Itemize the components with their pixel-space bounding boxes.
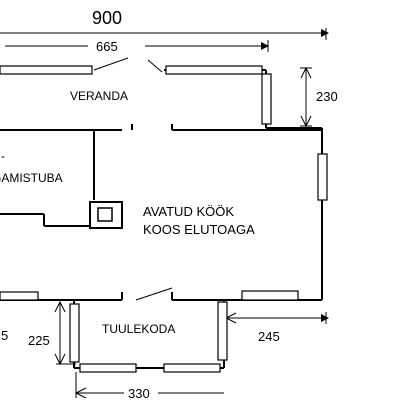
dimension-230: 230: [300, 66, 338, 128]
room-label-magamistuba: MAGAMISTUBA: [0, 171, 63, 185]
dimension-665-label: 665: [96, 39, 118, 54]
doors: [93, 57, 173, 301]
window-tuulekoda-left: [69, 303, 80, 363]
window-veranda-top-right: [165, 65, 263, 75]
dimension-230-label: 230: [316, 89, 338, 104]
door-veranda-left: [93, 57, 129, 71]
dimension-245-label: 245: [258, 329, 280, 344]
dimension-900-label: 900: [92, 8, 122, 28]
window-tuulekoda-bottom-right: [163, 363, 221, 373]
room-label-kook-line2: KOOS ELUTOAGA: [143, 222, 255, 237]
window-kitchen-right: [317, 153, 328, 201]
room-label-dash: -: [1, 149, 5, 163]
dimension-665: 665: [5, 39, 269, 54]
dimension-5-label: 5: [1, 328, 8, 343]
window-tuulekoda-bottom-left: [79, 363, 137, 373]
door-tuulekoda: [135, 287, 173, 301]
window-kitchen-bottom: [241, 290, 299, 301]
room-label-kook-line1: AVATUD KÖÖK: [143, 204, 234, 219]
dimension-245: 245: [224, 312, 329, 344]
dimension-330-label: 330: [128, 386, 150, 401]
room-label-veranda: VERANDA: [70, 89, 128, 103]
window-veranda-top-left: [0, 65, 93, 75]
dimension-330: 330: [74, 372, 224, 401]
room-label-tuulekoda: TUULEKODA: [102, 322, 175, 336]
window-tuulekoda-right: [217, 301, 228, 361]
dimension-900: 900: [0, 8, 329, 40]
window-bedroom-bottom: [0, 291, 39, 301]
window-veranda-right: [261, 73, 272, 125]
stove-icon: [89, 201, 123, 229]
windows: [0, 65, 328, 373]
door-veranda-right: [147, 59, 163, 73]
dimension-225-label: 225: [28, 333, 50, 348]
dimension-225: 225: [28, 300, 76, 366]
